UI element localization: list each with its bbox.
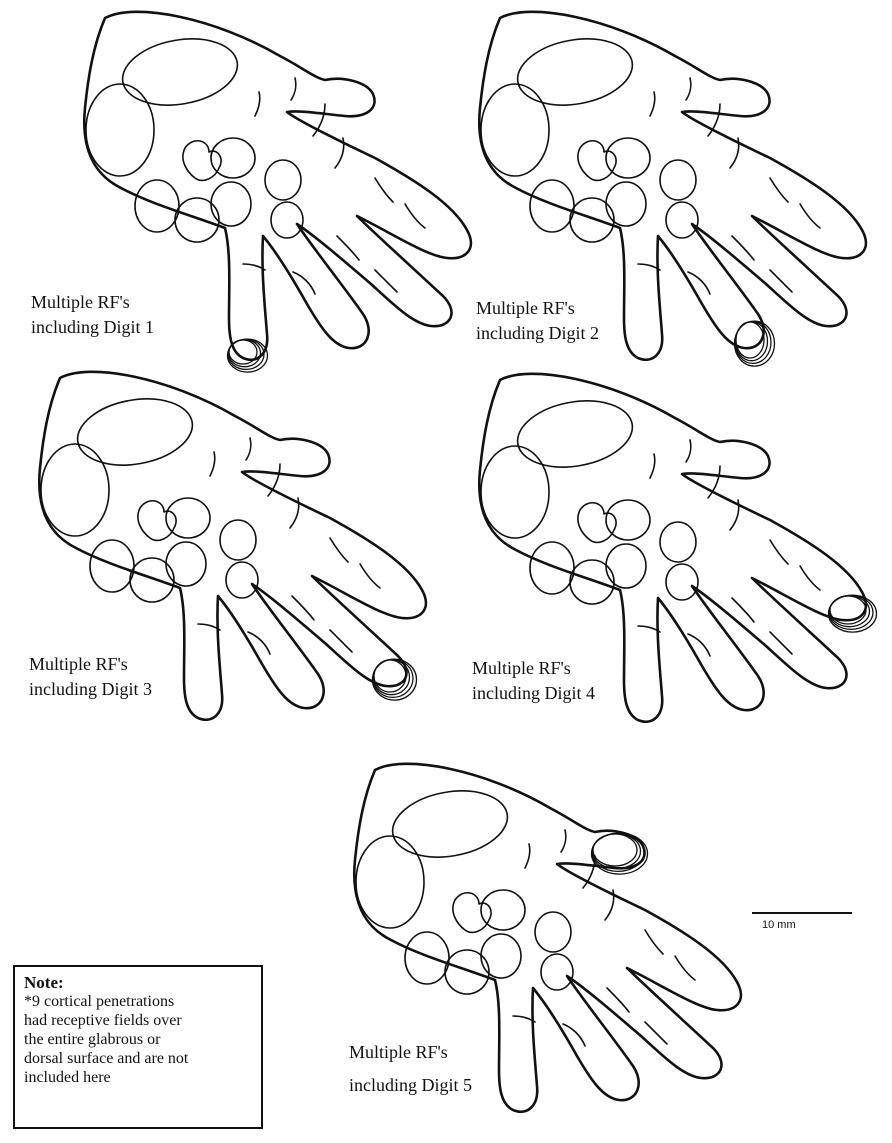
note-line: dorsal surface and are not [24,1049,253,1068]
receptive-field-outline [660,160,696,200]
crease-line [770,270,792,292]
caption-digit-3: Multiple RF's including Digit 3 [29,652,152,702]
note-line: the entire glabrous or [24,1030,253,1049]
receptive-field-outline [166,542,206,586]
receptive-field-outline [41,444,109,536]
receptive-field-outline [175,198,219,242]
scale-bar-label: 10 mm [762,919,796,931]
receptive-field-outline [211,182,251,226]
crease-line [330,538,348,562]
note-line: *9 cortical penetrations [24,992,253,1011]
receptive-field-outline [530,180,574,232]
crease-line [686,78,691,100]
caption-line-1: Multiple RF's [472,658,571,678]
crease-line [800,204,820,228]
caption-digit-5: Multiple RF's including Digit 5 [349,1036,472,1102]
receptive-field-outline [387,782,512,865]
crease-line [210,452,215,476]
crease-line [645,1022,667,1044]
caption-line-2: including Digit 4 [472,683,595,703]
note-line: had receptive fields over [24,1011,253,1030]
crease-line [686,440,691,462]
receptive-field-outline [356,836,424,928]
receptive-field-outline [666,202,698,238]
receptive-field-outline [86,84,154,176]
crease-line [375,270,397,292]
crease-line [650,454,655,478]
receptive-field-outline [130,558,174,602]
crease-line [675,956,695,980]
crease-line [330,630,352,652]
crease-line [561,830,566,852]
receptive-field-outline [570,560,614,604]
caption-line-1: Multiple RF's [29,654,128,674]
crease-line [525,844,530,868]
caption-line-2: including Digit 1 [31,317,154,337]
caption-line-2: including Digit 3 [29,679,152,699]
receptive-field-outline [481,934,521,978]
receptive-field-outline [512,30,637,113]
crease-line [770,540,788,564]
receptive-field-outline [481,446,549,538]
crease-line [770,178,788,202]
crease-line [645,930,663,954]
note-box: Note: *9 cortical penetrations had recep… [13,965,263,1129]
crease-line [375,178,393,202]
crease-line [770,632,792,654]
receptive-field-outline [481,84,549,176]
receptive-field-outline [530,542,574,594]
receptive-field-outline [117,30,242,113]
caption-digit-1: Multiple RF's including Digit 1 [31,290,154,340]
receptive-field-outline [606,544,646,588]
receptive-field-outline [226,562,258,598]
receptive-field-outline [220,520,256,560]
receptive-field-outline [570,198,614,242]
crease-line [650,92,655,116]
crease-line [360,564,380,588]
receptive-field-outline [135,180,179,232]
caption-line-1: Multiple RF's [476,298,575,318]
caption-line-2: including Digit 5 [349,1075,472,1095]
receptive-field-outline [265,160,301,200]
receptive-field-outline [541,954,573,990]
receptive-field-outline [512,392,637,475]
digit-rf-outline [735,321,775,366]
receptive-field-outline [72,390,197,473]
caption-digit-2: Multiple RF's including Digit 2 [476,296,599,346]
crease-line [800,566,820,590]
caption-line-1: Multiple RF's [349,1042,448,1062]
receptive-field-outline [666,564,698,600]
receptive-field-outline [445,950,489,994]
receptive-field-outline [90,540,134,592]
crease-line [405,204,425,228]
note-line: included here [24,1068,253,1087]
note-title: Note: [24,973,253,992]
caption-line-1: Multiple RF's [31,292,130,312]
caption-digit-4: Multiple RF's including Digit 4 [472,656,595,706]
crease-line [291,78,296,100]
crease-line [246,438,251,460]
scale-bar-line [752,912,852,914]
receptive-field-outline [405,932,449,984]
scale-bar: 10 mm [752,904,856,928]
crease-line [255,92,260,116]
receptive-field-outline [606,182,646,226]
receptive-field-outline [535,912,571,952]
caption-line-2: including Digit 2 [476,323,599,343]
receptive-field-outline [271,202,303,238]
receptive-field-outline [660,522,696,562]
